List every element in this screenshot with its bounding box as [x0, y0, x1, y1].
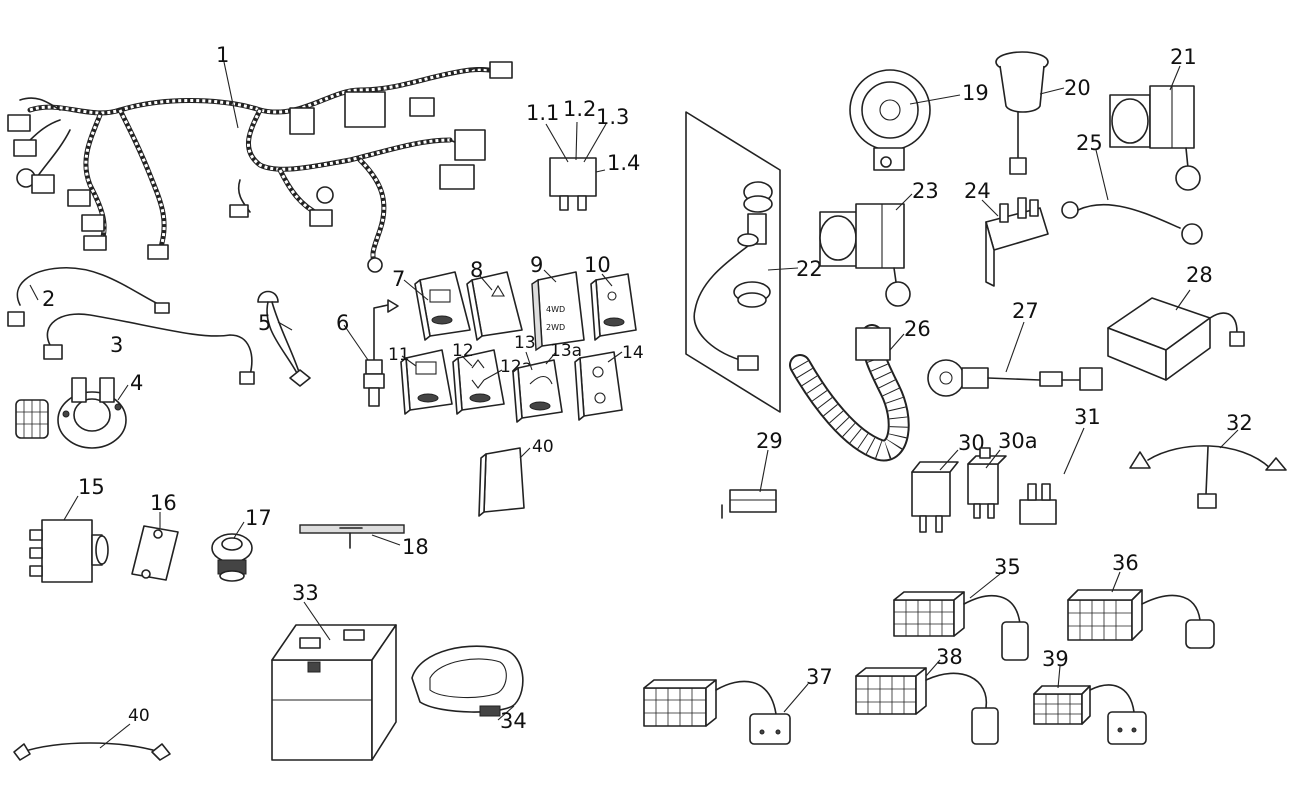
label-15: 15	[78, 475, 105, 499]
label-38: 38	[936, 645, 963, 669]
label-36: 36	[1112, 551, 1139, 575]
part-34-meter	[411, 645, 524, 717]
label-28: 28	[1186, 263, 1213, 287]
label-13a: 13a	[550, 341, 582, 361]
label-40-upper: 40	[532, 437, 554, 457]
part-17-push-button	[211, 533, 253, 582]
part-1-relay	[549, 157, 597, 211]
part-24-relay	[985, 197, 1049, 287]
label-39: 39	[1042, 647, 1069, 671]
part-15-switch-block	[29, 519, 109, 583]
part-5-small-harness	[257, 290, 311, 387]
part-18-strip	[299, 524, 405, 549]
label-34: 34	[500, 709, 527, 733]
label-31: 31	[1074, 405, 1101, 429]
part-25-ground-wire	[1061, 201, 1203, 245]
label-1-2: 1.2	[563, 97, 596, 121]
part-3-sub-harness	[43, 313, 255, 385]
part-33-battery	[271, 624, 397, 761]
part-9-switch: 4WD 2WD	[531, 271, 585, 352]
label-40-lower: 40	[128, 706, 150, 726]
label-1: 1	[216, 43, 229, 67]
part-6-sensor	[363, 299, 399, 407]
label-30a: 30a	[998, 429, 1038, 453]
label-8: 8	[470, 258, 483, 282]
label-16: 16	[150, 491, 177, 515]
part-11-switch	[400, 349, 453, 415]
label-2: 2	[42, 287, 55, 311]
part-38-connector	[855, 667, 999, 745]
label-7: 7	[392, 267, 405, 291]
part-31-relay	[1019, 483, 1057, 525]
part-19-horn	[849, 69, 931, 171]
part-28-cdi	[1107, 297, 1245, 381]
part-16-bracket	[131, 525, 179, 581]
part-30a-relay	[967, 447, 1007, 519]
part-14-switch	[574, 351, 623, 421]
label-20: 20	[1064, 76, 1091, 100]
label-14: 14	[622, 343, 644, 363]
label-6: 6	[336, 311, 349, 335]
part-12-switch	[452, 349, 505, 415]
part-8-switch	[466, 271, 523, 341]
label-32: 32	[1226, 411, 1253, 435]
part-20-buzzer	[995, 51, 1049, 175]
label-13: 13	[514, 333, 536, 353]
part-22-ignition	[685, 111, 781, 413]
part-7-switch	[414, 271, 471, 341]
part-37-connector	[643, 679, 791, 745]
label-18: 18	[402, 535, 429, 559]
part-40-wire	[13, 742, 171, 761]
part-39-connector	[1033, 684, 1147, 745]
label-4: 4	[130, 371, 143, 395]
label-21: 21	[1170, 45, 1197, 69]
label-5: 5	[258, 311, 271, 335]
switch-2wd-text: 2WD	[546, 323, 565, 332]
label-24: 24	[964, 179, 991, 203]
part-30-relay	[911, 461, 959, 533]
label-1-3: 1.3	[596, 105, 629, 129]
part-40-blank-cap	[478, 447, 525, 517]
label-1-4: 1.4	[607, 151, 640, 175]
label-11: 11	[388, 345, 410, 365]
part-27-sensor-wire	[927, 359, 1103, 397]
label-22: 22	[796, 257, 823, 281]
label-17: 17	[245, 506, 272, 530]
label-33: 33	[292, 581, 319, 605]
label-3: 3	[110, 333, 123, 357]
part-32-harness	[1129, 445, 1287, 509]
label-19: 19	[962, 81, 989, 105]
label-25: 25	[1076, 131, 1103, 155]
part-4-horn	[15, 377, 127, 449]
label-29: 29	[756, 429, 783, 453]
switch-4wd-text: 4WD	[546, 305, 565, 314]
label-37: 37	[806, 665, 833, 689]
label-27: 27	[1012, 299, 1039, 323]
label-9: 9	[530, 253, 543, 277]
part-36-connector	[1067, 589, 1215, 649]
part-21-flasher	[1109, 85, 1201, 191]
label-35: 35	[994, 555, 1021, 579]
part-29-connector	[721, 489, 777, 519]
label-1-1: 1.1	[526, 101, 559, 125]
label-10: 10	[584, 253, 611, 277]
part-13-switch	[512, 359, 563, 423]
label-26: 26	[904, 317, 931, 341]
part-35-connector	[893, 591, 1029, 661]
part-2-sub-harness	[7, 267, 170, 327]
part-23-flasher	[819, 203, 911, 307]
label-12: 12	[452, 341, 474, 361]
part-10-switch	[590, 273, 637, 341]
part-1-main-harness	[7, 61, 513, 273]
part-26-flex-tube	[789, 324, 910, 462]
label-23: 23	[912, 179, 939, 203]
